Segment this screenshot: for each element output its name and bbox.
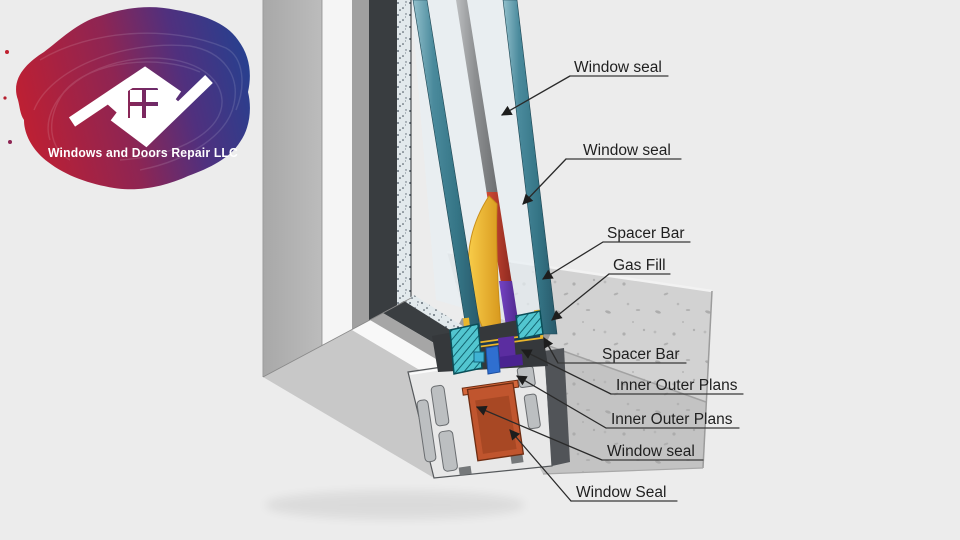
label-spacer-bar-1: Spacer Bar: [607, 225, 685, 242]
logo-blob-speck: [5, 50, 9, 54]
jamb-outer-side-face: [263, 0, 322, 377]
chamber-slot: [430, 384, 450, 427]
logo-check-stroke: [110, 75, 213, 148]
label-inner-outer-plans-2: Inner Outer Plans: [611, 411, 733, 428]
logo-roof-stroke: [68, 66, 182, 127]
glass-unit: [411, 0, 558, 352]
callout-labels: Window seal Window seal Spacer Bar Gas F…: [476, 59, 744, 502]
logo-blob-speck: [3, 96, 7, 100]
spacer-bar-hatched-right: [515, 310, 544, 340]
sash-frame-dark: [369, 0, 397, 321]
chamber-slot: [523, 393, 541, 430]
window-frame-jamb: [262, 0, 412, 377]
leader-line-gas-fill: [551, 273, 610, 321]
glass-pane-inner: [502, 0, 558, 335]
label-window-seal-2: Window seal: [583, 142, 671, 159]
clip-cyan: [473, 351, 485, 363]
profile-concrete-gap-shadow: [544, 348, 570, 466]
logo-blob-speck: [8, 140, 12, 144]
label-window-seal-4: Window Seal: [576, 484, 666, 501]
label-window-seal-3: Window seal: [607, 443, 695, 460]
profile-foot: [510, 454, 524, 464]
leader-line-inner-outer-plans-1: [521, 349, 612, 395]
chamber-slot: [438, 430, 458, 472]
company-name: Windows and Doors Repair LLC: [48, 145, 238, 160]
leader-line-window-seal-3: [476, 405, 603, 461]
label-window-seal-1: Window seal: [574, 59, 662, 76]
sash-cut-details: [432, 309, 548, 375]
jamb-front-face: [322, 0, 352, 346]
inter-pane-seal-gray: [456, 0, 498, 192]
leader-line-spacer-bar-2: [543, 337, 559, 364]
miter-joint-line: [262, 297, 412, 378]
leader-line-window-seal-1: [501, 75, 571, 116]
leader-line-inner-outer-plans-2: [516, 375, 607, 429]
label-gas-fill: Gas Fill: [613, 257, 666, 274]
logo-house-icon: [68, 66, 213, 148]
leader-line-window-seal-4: [509, 429, 572, 502]
spacer-bar-hatched-left: [449, 323, 483, 375]
chamber-slot: [416, 399, 437, 463]
logo-scribble-texture: [33, 32, 243, 171]
label-inner-outer-plans-1: Inner Outer Plans: [616, 377, 738, 394]
label-spacer-bar-2: Spacer Bar: [602, 346, 680, 363]
leader-line-window-seal-2: [522, 158, 567, 205]
frosted-glass-edge: [397, 0, 411, 306]
clip-blue: [485, 345, 501, 375]
leader-line-spacer-bar-1: [542, 241, 604, 280]
jamb-reveal-face: [352, 0, 369, 330]
profile-foot: [458, 465, 472, 476]
floor-shadow: [265, 491, 525, 519]
logo-window-grid: [130, 90, 158, 118]
company-logo: Windows and Doors Repair LLC: [3, 7, 250, 190]
